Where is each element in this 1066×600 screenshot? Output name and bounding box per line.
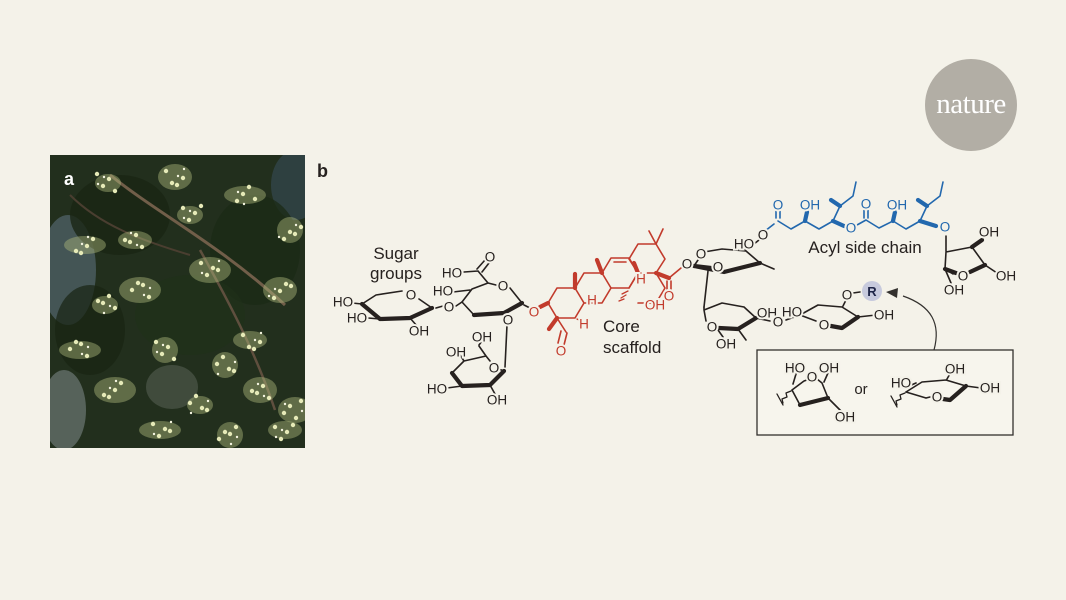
- atom-label: HO: [785, 361, 805, 376]
- atom-label: O: [807, 370, 818, 385]
- atom-label: H: [579, 317, 589, 332]
- or-label: or: [854, 381, 868, 398]
- core-scaffold-label: Core scaffold: [603, 316, 713, 358]
- atom-label: O: [707, 320, 718, 335]
- atom-label: HO: [427, 382, 447, 397]
- core-scaffold-line2: scaffold: [603, 338, 662, 357]
- plant-photo: [50, 155, 305, 448]
- atom-label: O: [758, 228, 769, 243]
- core-scaffold-bonds: [537, 228, 682, 346]
- atom-label: OH: [874, 308, 894, 323]
- atom-label: OH: [409, 324, 429, 339]
- atom-label: OH: [800, 198, 820, 213]
- atom-label: O: [861, 197, 872, 212]
- r-badge-label: R: [867, 284, 877, 299]
- atom-label: OH: [887, 198, 907, 213]
- atom-label: HO: [782, 305, 802, 320]
- atom-label: O: [958, 269, 969, 284]
- atom-label: O: [444, 300, 455, 315]
- alternate-sugar-box: [756, 349, 1014, 436]
- atom-label: H: [636, 272, 646, 287]
- r-group-badge: R: [862, 281, 882, 301]
- atom-label: OH: [944, 283, 964, 298]
- atom-label: HO: [333, 295, 353, 310]
- atom-label: O: [842, 288, 853, 303]
- arrowhead-icon: [886, 288, 898, 298]
- atom-label: O: [940, 220, 951, 235]
- atom-label: O: [406, 288, 417, 303]
- atom-label: OH: [835, 410, 855, 425]
- sugar-groups-label: Sugar groups: [352, 244, 440, 284]
- panel-label-a: a: [64, 169, 75, 189]
- atom-label: O: [489, 361, 500, 376]
- atom-label: OH: [757, 306, 777, 321]
- r-group-arrow: [886, 288, 937, 351]
- sugar-groups-line1: Sugar: [373, 244, 419, 263]
- atom-label: HO: [891, 376, 911, 391]
- plant-photo-image: [50, 155, 305, 448]
- atom-label: H: [587, 293, 597, 308]
- atom-label: O: [846, 221, 857, 236]
- atom-label: O: [529, 305, 540, 320]
- nature-logo-text: nature: [936, 87, 1006, 120]
- sugar-groups-line2: groups: [370, 264, 422, 283]
- acyl-side-chain-label: Acyl side chain: [808, 238, 922, 257]
- atom-label: O: [503, 313, 514, 328]
- atom-label: OH: [979, 225, 999, 240]
- atom-label: O: [773, 198, 784, 213]
- sugar-bonds: [351, 235, 998, 412]
- atom-label: OH: [716, 337, 736, 352]
- atom-label: O: [498, 279, 509, 294]
- flower-clusters: [59, 164, 305, 448]
- atom-label: OH: [472, 330, 492, 345]
- atom-label: O: [485, 250, 496, 265]
- atom-label: O: [664, 289, 675, 304]
- atom-label: OH: [487, 393, 507, 408]
- atom-label: HO: [734, 237, 754, 252]
- acyl-chain-bonds: [764, 181, 944, 232]
- atom-label: O: [556, 344, 567, 359]
- atom-label: OH: [645, 298, 665, 313]
- atom-label: OH: [996, 269, 1016, 284]
- atom-label: O: [713, 260, 724, 275]
- atom-label: HO: [433, 284, 453, 299]
- atom-label: OH: [945, 362, 965, 377]
- atom-label: OH: [819, 361, 839, 376]
- atom-label: O: [696, 247, 707, 262]
- atom-label: O: [932, 390, 943, 405]
- atom-label: O: [682, 257, 693, 272]
- nature-logo: nature: [925, 59, 1017, 151]
- atom-label: OH: [446, 345, 466, 360]
- core-scaffold-line1: Core: [603, 317, 640, 336]
- atom-label: HO: [442, 266, 462, 281]
- panel-label-b: b: [317, 161, 328, 181]
- atom-label: O: [819, 318, 830, 333]
- atom-label: O: [773, 315, 784, 330]
- atom-label: OH: [980, 381, 1000, 396]
- r-badge-circle: [862, 281, 882, 301]
- atom-label: HO: [347, 311, 367, 326]
